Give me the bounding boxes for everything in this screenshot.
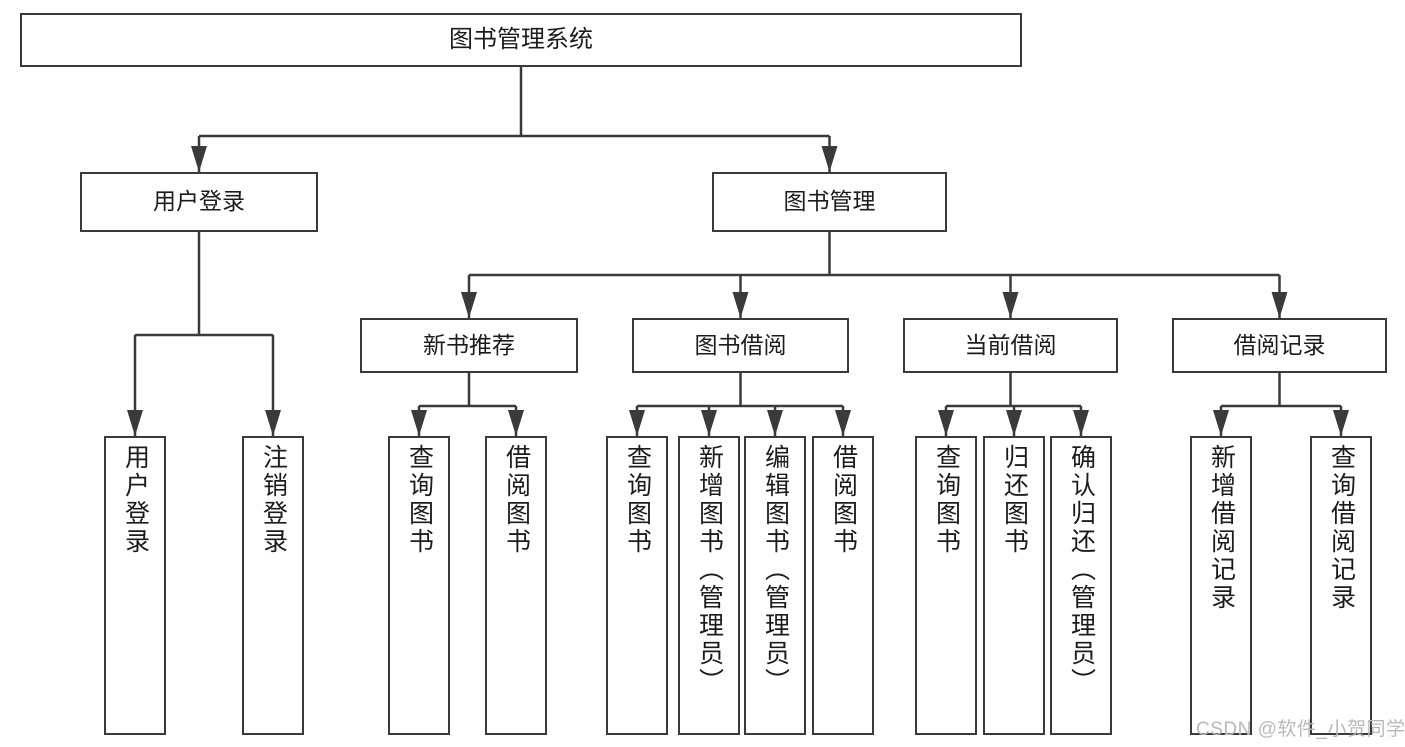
- node-label-leaf-user-login: 用户登录: [121, 444, 150, 556]
- arrowhead-leaf-borrow-book-2: [835, 410, 851, 436]
- arrowhead-new-book-recommend: [461, 292, 477, 318]
- node-label-leaf-add-book: 新增图书（管理员）: [695, 444, 724, 696]
- arrowhead-leaf-user-login: [127, 410, 143, 436]
- arrowhead-leaf-query-book-2: [629, 410, 645, 436]
- node-label-current-borrow: 当前借阅: [964, 331, 1057, 358]
- node-label-borrow-record: 借阅记录: [1233, 331, 1326, 358]
- arrowhead-leaf-query-record: [1333, 410, 1349, 436]
- arrowhead-leaf-user-logout: [265, 410, 281, 436]
- node-label-leaf-add-record: 新增借阅记录: [1207, 444, 1236, 612]
- arrowhead-leaf-query-book-3: [938, 410, 954, 436]
- arrowhead-current-borrow: [1002, 292, 1019, 318]
- node-book-borrow[interactable]: 图书借阅: [632, 318, 849, 373]
- node-leaf-edit-book[interactable]: 编辑图书（管理员）: [744, 436, 806, 735]
- node-leaf-add-book[interactable]: 新增图书（管理员）: [678, 436, 740, 735]
- node-leaf-user-logout[interactable]: 注销登录: [242, 436, 304, 735]
- node-leaf-borrow-book-1[interactable]: 借阅图书: [485, 436, 547, 735]
- node-label-root: 图书管理系统: [449, 25, 593, 53]
- arrowhead-leaf-query-book-1: [411, 410, 427, 436]
- node-label-leaf-query-book-2: 查询图书: [623, 444, 652, 556]
- node-borrow-record[interactable]: 借阅记录: [1172, 318, 1387, 373]
- arrowhead-leaf-edit-book: [767, 410, 783, 436]
- node-label-leaf-return-book: 归还图书: [1000, 444, 1029, 556]
- node-leaf-query-book-3[interactable]: 查询图书: [915, 436, 977, 735]
- node-new-book-recommend[interactable]: 新书推荐: [360, 318, 578, 373]
- node-label-book-manage: 图书管理: [783, 188, 876, 215]
- node-book-manage[interactable]: 图书管理: [712, 172, 947, 232]
- node-leaf-query-book-2[interactable]: 查询图书: [606, 436, 668, 735]
- node-label-new-book-recommend: 新书推荐: [423, 331, 515, 358]
- arrowhead-borrow-record: [1271, 292, 1288, 318]
- node-leaf-user-login[interactable]: 用户登录: [104, 436, 166, 735]
- node-leaf-return-book[interactable]: 归还图书: [983, 436, 1045, 735]
- node-label-leaf-query-book-1: 查询图书: [405, 444, 434, 556]
- node-label-leaf-query-book-3: 查询图书: [932, 444, 961, 556]
- node-root[interactable]: 图书管理系统: [20, 13, 1022, 67]
- node-label-book-borrow: 图书借阅: [694, 331, 787, 358]
- node-label-user-login: 用户登录: [153, 188, 245, 215]
- node-user-login[interactable]: 用户登录: [80, 172, 318, 232]
- node-leaf-confirm-return[interactable]: 确认归还（管理员）: [1050, 436, 1112, 735]
- node-leaf-query-record[interactable]: 查询借阅记录: [1310, 436, 1372, 735]
- node-label-leaf-user-logout: 注销登录: [259, 444, 288, 556]
- node-leaf-query-book-1[interactable]: 查询图书: [388, 436, 450, 735]
- node-leaf-borrow-book-2[interactable]: 借阅图书: [812, 436, 874, 735]
- node-label-leaf-edit-book: 编辑图书（管理员）: [761, 444, 790, 696]
- arrowhead-leaf-add-book: [701, 410, 717, 436]
- node-label-leaf-confirm-return: 确认归还（管理员）: [1067, 444, 1096, 696]
- node-label-leaf-borrow-book-1: 借阅图书: [502, 444, 531, 556]
- node-label-leaf-borrow-book-2: 借阅图书: [829, 444, 858, 556]
- node-current-borrow[interactable]: 当前借阅: [903, 318, 1118, 373]
- arrowhead-leaf-add-record: [1213, 410, 1229, 436]
- arrowhead-user-login: [191, 146, 207, 172]
- csdn-watermark: CSDN @软件_小贺同学: [1196, 719, 1405, 740]
- arrowhead-leaf-confirm-return: [1073, 410, 1089, 436]
- node-leaf-add-record[interactable]: 新增借阅记录: [1190, 436, 1252, 735]
- arrowhead-book-manage: [821, 146, 838, 172]
- arrowhead-book-borrow: [732, 292, 749, 318]
- node-label-leaf-query-record: 查询借阅记录: [1327, 444, 1356, 612]
- arrowhead-leaf-return-book: [1006, 410, 1022, 436]
- arrowhead-leaf-borrow-book-1: [508, 410, 524, 436]
